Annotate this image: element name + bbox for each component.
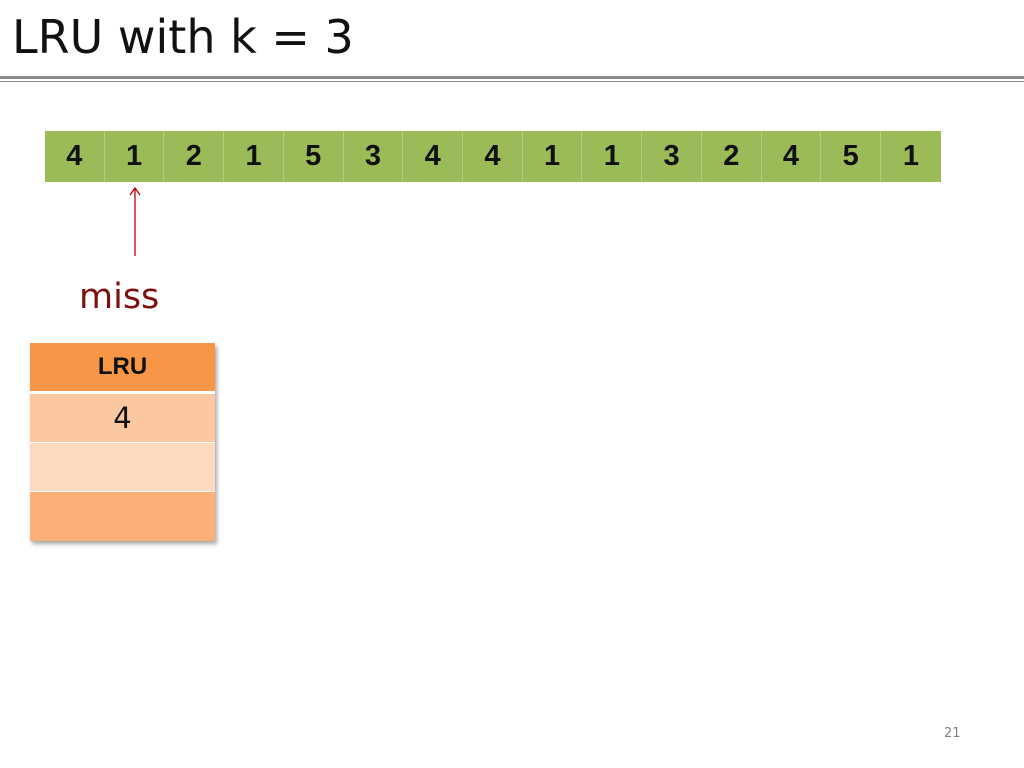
sequence-cell: 4: [762, 131, 822, 182]
lru-cache-box: LRU 4: [30, 343, 215, 541]
sequence-cell: 4: [45, 131, 105, 182]
sequence-cell: 3: [642, 131, 702, 182]
sequence-cell: 5: [821, 131, 882, 182]
sequence-cell: 1: [902, 140, 919, 172]
cache-slot: [30, 443, 215, 492]
pointer-arrow-icon: [129, 186, 141, 256]
cache-slot: [30, 492, 215, 541]
pointer-arrow-head: [129, 186, 141, 196]
sequence-cell: 2: [702, 131, 762, 182]
sequence-cell: 1: [224, 131, 284, 182]
cache-header: LRU: [30, 343, 215, 394]
slide-title: LRU with k = 3: [12, 10, 354, 64]
reference-sequence: 4 1 2 1 5 3 4 4 1 1 3 2 4 5 1: [45, 131, 941, 182]
sequence-cell: 5: [284, 131, 344, 182]
sequence-cell: 1: [105, 131, 165, 182]
sequence-cell: 2: [164, 131, 225, 182]
title-divider-thin: [0, 81, 1024, 82]
sequence-cell: 1: [582, 131, 643, 182]
sequence-cell: 4: [463, 131, 523, 182]
cache-slot: 4: [30, 394, 215, 443]
title-divider-thick: [0, 76, 1024, 79]
page-number: 21: [944, 726, 961, 741]
sequence-cell: 3: [344, 131, 404, 182]
sequence-cell: 1: [523, 131, 583, 182]
sequence-cell: 4: [403, 131, 464, 182]
miss-label: miss: [79, 277, 160, 317]
